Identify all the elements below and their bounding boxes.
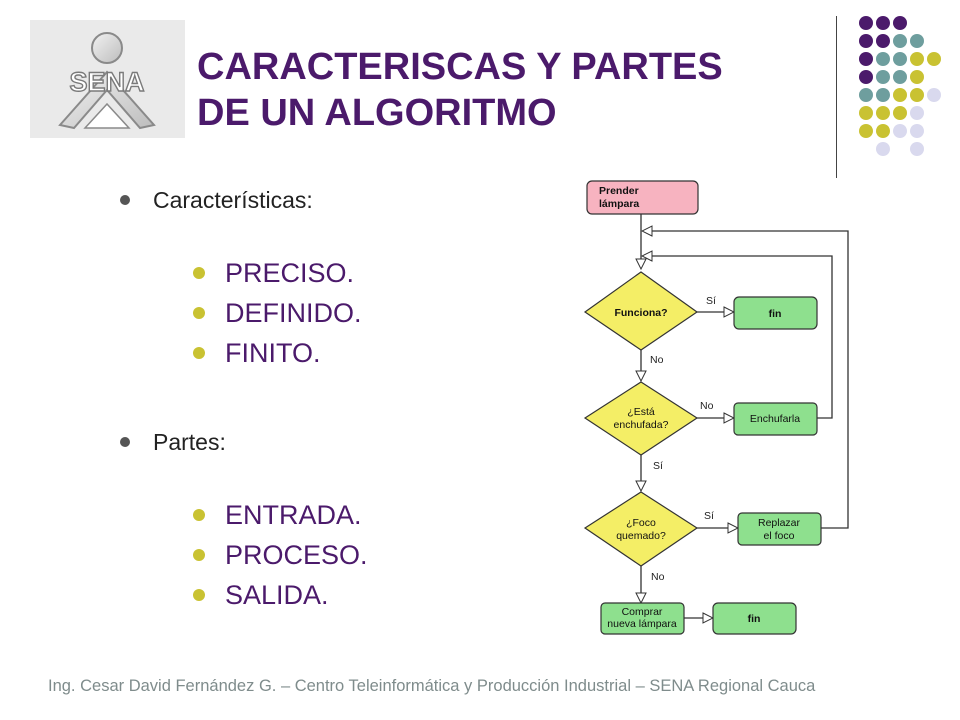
edge-label-no: No — [700, 400, 714, 412]
dot-row-4 — [859, 70, 924, 84]
fin-node-1 — [733, 296, 818, 330]
list-item: SALIDA. — [193, 575, 368, 615]
start-node — [586, 180, 699, 215]
edge-label-si: Sí — [706, 295, 716, 307]
dot-row-1 — [859, 16, 907, 30]
list-item: ENTRADA. — [193, 495, 368, 535]
decision-funciona — [583, 271, 699, 351]
start-line-2: lámpara — [599, 198, 639, 210]
title-line-1: CARACTERISCAS Y PARTES — [197, 46, 723, 88]
decision-enchufada-line-1: ¿Está — [627, 406, 655, 418]
comprar-line-2: nueva lámpara — [607, 618, 677, 630]
fin-node-2-label: fin — [748, 613, 761, 625]
slide-title: CARACTERISCAS Y PARTES DE UN ALGORITMO — [197, 44, 817, 136]
decision-enchufada-line-2: enchufada? — [614, 419, 669, 431]
sena-logo: SENA — [30, 20, 185, 138]
edge-label-no: No — [651, 571, 665, 583]
decision-foco-line-1: ¿Foco — [626, 517, 656, 529]
comprar-node — [600, 602, 685, 635]
dot-row-2 — [859, 34, 924, 48]
replazar-node — [737, 512, 822, 546]
fin-node-2 — [712, 602, 797, 635]
start-line-1: Prender — [599, 185, 639, 197]
logo-text: SENA — [69, 67, 144, 97]
caracteristicas-list: PRECISO. DEFINIDO. FINITO. — [193, 253, 362, 373]
comprar-line-1: Comprar — [622, 606, 663, 618]
dot-row-6 — [859, 106, 924, 120]
partes-label: Partes: — [119, 429, 226, 456]
list-item: PROCESO. — [193, 535, 368, 575]
edge-label-si: Sí — [704, 510, 714, 522]
decorative-dot-grid — [859, 16, 941, 156]
list-item: DEFINIDO. — [193, 293, 362, 333]
edge-label-si: Sí — [653, 460, 663, 472]
replazar-line-1: Replazar — [758, 517, 801, 529]
partes-section: Partes: — [119, 429, 226, 456]
decision-funciona-label: Funciona? — [614, 307, 667, 319]
enchufarla-label: Enchufarla — [750, 413, 800, 425]
fin-node-1-label: fin — [769, 308, 782, 320]
dot-row-3 — [859, 52, 941, 66]
decision-foco-quemado — [583, 491, 699, 567]
caracteristicas-section: Características: — [119, 187, 313, 214]
decision-enchufada — [583, 381, 699, 456]
dot-row-5 — [859, 88, 941, 102]
dot-row-7 — [859, 124, 924, 138]
enchufarla-node — [733, 402, 818, 436]
dot-row-8 — [876, 142, 924, 156]
title-line-2: DE UN ALGORITMO — [197, 92, 557, 134]
caracteristicas-label: Características: — [119, 187, 313, 214]
flowchart-connectors — [641, 213, 849, 618]
flowchart: Prender lámpara Funciona? fin ¿Está ench… — [583, 180, 849, 635]
list-item: PRECISO. — [193, 253, 362, 293]
decision-foco-line-2: quemado? — [616, 530, 666, 542]
partes-list: ENTRADA. PROCESO. SALIDA. — [193, 495, 368, 615]
footer-credits: Ing. Cesar David Fernández G. – Centro T… — [48, 677, 816, 695]
replazar-line-2: el foco — [764, 530, 795, 542]
list-item: FINITO. — [193, 333, 362, 373]
edge-label-no: No — [650, 354, 664, 366]
title-divider — [836, 16, 837, 178]
